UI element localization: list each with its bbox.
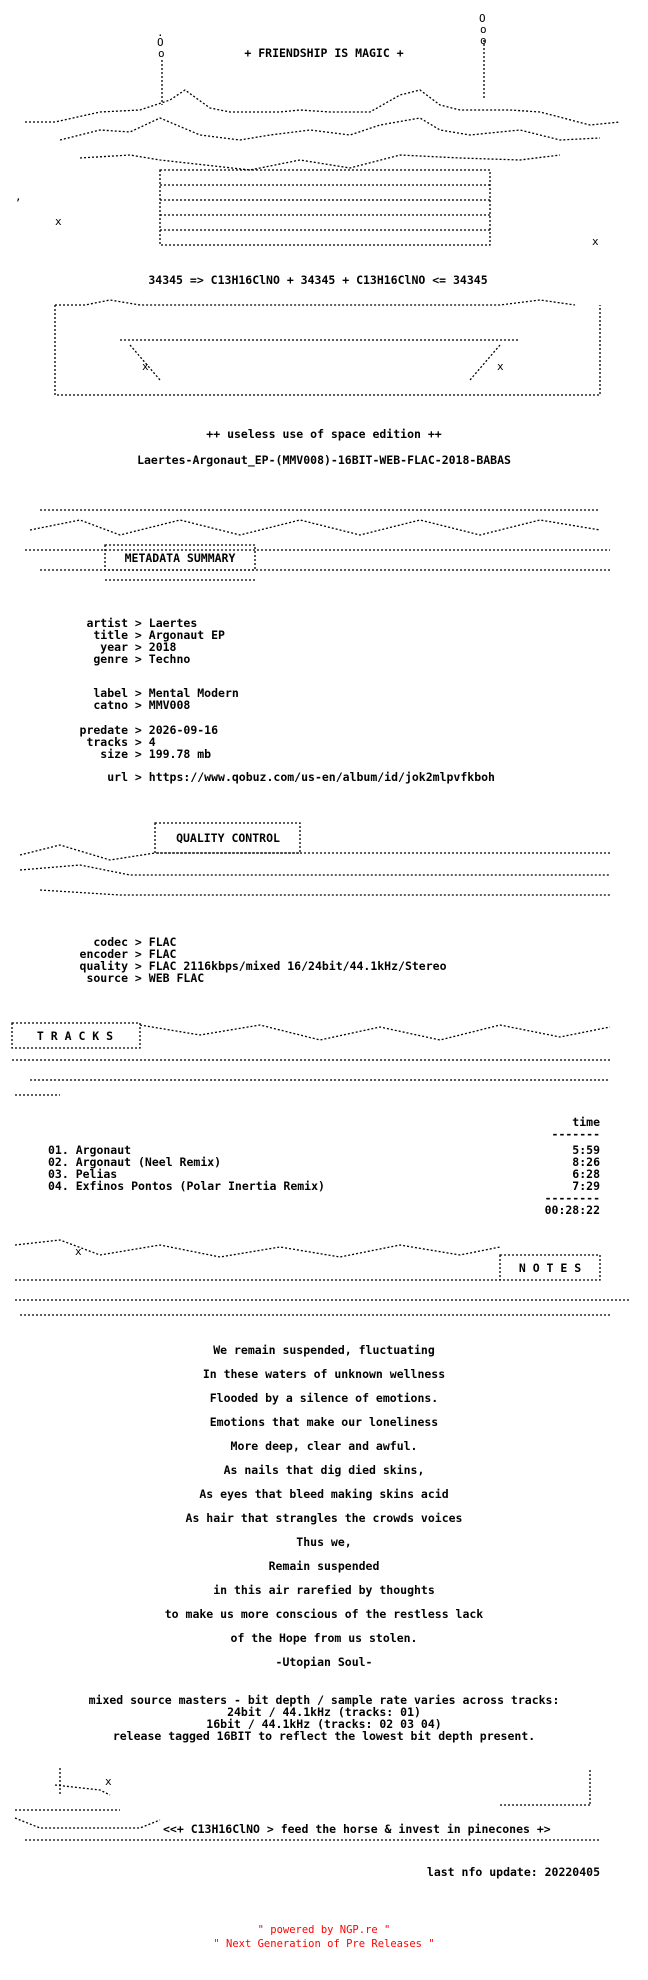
source-note: release tagged 16BIT to reflect the lowe… bbox=[112, 1729, 536, 1743]
meta-row: label > Mental Modern bbox=[93, 686, 239, 700]
footer-powered-by[interactable]: " powered by NGP.re " bbox=[257, 1924, 391, 1936]
formula-text: 34345 => C13H16ClNO + 34345 + C13H16ClNO… bbox=[148, 273, 487, 287]
metadata-banner: METADATA SUMMARY bbox=[25, 509, 610, 581]
poem-line: of the Hope from us stolen. bbox=[230, 1631, 418, 1645]
poem-line: As nails that dig died skins, bbox=[223, 1463, 425, 1477]
total-rule: -------- bbox=[544, 1191, 600, 1205]
quality-row: codec > FLAC bbox=[93, 935, 177, 949]
svg-text:o: o bbox=[480, 34, 487, 47]
poem-line: Thus we, bbox=[296, 1535, 352, 1549]
svg-text:O: O bbox=[157, 36, 164, 49]
tracks-title: T R A C K S bbox=[37, 1029, 113, 1043]
poem-line: Remain suspended bbox=[268, 1559, 380, 1573]
footer-tagline: " Next Generation of Pre Releases " bbox=[213, 1938, 435, 1950]
meta-row: genre > Techno bbox=[93, 652, 191, 666]
track-title: 01. Argonaut bbox=[48, 1143, 132, 1157]
meta-row: tracks > 4 bbox=[86, 735, 156, 749]
meta-row: predate > 2026-09-16 bbox=[79, 723, 219, 737]
track-time: 6:28 bbox=[572, 1167, 600, 1181]
poem-line: As hair that strangles the crowds voices bbox=[185, 1511, 463, 1525]
poem-line: We remain suspended, fluctuating bbox=[213, 1343, 435, 1357]
tracks-banner: T R A C K S bbox=[11, 1022, 611, 1096]
closing-tagline: <<+ C13H16ClNO > feed the horse & invest… bbox=[163, 1822, 551, 1836]
quality-row: source > WEB FLAC bbox=[86, 971, 205, 985]
track-title: 03. Pelias bbox=[48, 1167, 118, 1181]
svg-text:x: x bbox=[75, 1245, 82, 1258]
quality-title: QUALITY CONTROL bbox=[176, 831, 280, 845]
svg-text:x: x bbox=[497, 360, 504, 373]
poem-line: In these waters of unknown wellness bbox=[202, 1367, 446, 1381]
poem-line: in this air rarefied by thoughts bbox=[213, 1583, 435, 1597]
quality-row: encoder > FLAC bbox=[79, 947, 177, 961]
track-time: 8:26 bbox=[572, 1155, 600, 1169]
source-note: mixed source masters - bit depth / sampl… bbox=[88, 1693, 560, 1707]
last-update: last nfo update: 20220405 bbox=[426, 1865, 600, 1879]
closing-ascii-art: x <<+ C13H16ClNO > feed the horse & inve… bbox=[14, 1768, 600, 1841]
track-time: 7:29 bbox=[572, 1179, 600, 1193]
quality-banner: QUALITY CONTROL bbox=[19, 822, 610, 896]
source-note: 16bit / 44.1kHz (tracks: 02 03 04) bbox=[206, 1717, 442, 1731]
track-title: 02. Argonaut (Neel Remix) bbox=[48, 1155, 222, 1169]
meta-row: catno > MMV008 bbox=[93, 698, 191, 712]
meta-row-url[interactable]: url > https://www.qobuz.com/us-en/album/… bbox=[107, 770, 495, 784]
metadata-title: METADATA SUMMARY bbox=[125, 551, 236, 565]
time-header: time bbox=[572, 1115, 600, 1129]
banner-text: + FRIENDSHIP IS MAGIC + bbox=[244, 46, 403, 60]
svg-text:.: . bbox=[157, 26, 164, 39]
meta-row: year > 2018 bbox=[100, 640, 177, 654]
track-title: 04. Exfinos Pontos (Polar Inertia Remix) bbox=[48, 1179, 325, 1193]
notes-title: N O T E S bbox=[519, 1261, 581, 1275]
svg-text:x: x bbox=[55, 215, 62, 228]
svg-text:,: , bbox=[15, 190, 22, 203]
svg-text:o: o bbox=[480, 23, 487, 36]
svg-text:x: x bbox=[142, 360, 149, 373]
svg-text:o: o bbox=[158, 47, 165, 60]
poem-line: More deep, clear and awful. bbox=[230, 1439, 418, 1453]
poem-line: As eyes that bleed making skins acid bbox=[199, 1487, 449, 1501]
notes-banner: x N O T E S bbox=[14, 1239, 630, 1316]
track-time: 5:59 bbox=[572, 1143, 600, 1157]
meta-row: title > Argonaut EP bbox=[93, 628, 225, 642]
poem-line: -Utopian Soul- bbox=[275, 1655, 373, 1669]
poem-line: to make us more conscious of the restles… bbox=[164, 1607, 484, 1621]
time-rule: ------- bbox=[551, 1127, 600, 1141]
source-note: 24bit / 44.1kHz (tracks: 01) bbox=[227, 1705, 421, 1719]
svg-text:x: x bbox=[105, 1775, 112, 1788]
total-time: 00:28:22 bbox=[544, 1203, 600, 1217]
meta-row: size > 199.78 mb bbox=[100, 747, 212, 761]
quality-row: quality > FLAC 2116kbps/mixed 16/24bit/4… bbox=[79, 959, 447, 973]
edition-line: ++ useless use of space edition ++ bbox=[206, 427, 442, 441]
svg-text:x: x bbox=[592, 235, 599, 248]
meta-row: artist > Laertes bbox=[86, 616, 198, 630]
poem-line: Emotions that make our loneliness bbox=[209, 1415, 439, 1429]
release-name: Laertes-Argonaut_EP-(MMV008)-16BIT-WEB-F… bbox=[137, 453, 511, 467]
poem-line: Flooded by a silence of emotions. bbox=[209, 1391, 439, 1405]
svg-text:O: O bbox=[479, 12, 486, 25]
